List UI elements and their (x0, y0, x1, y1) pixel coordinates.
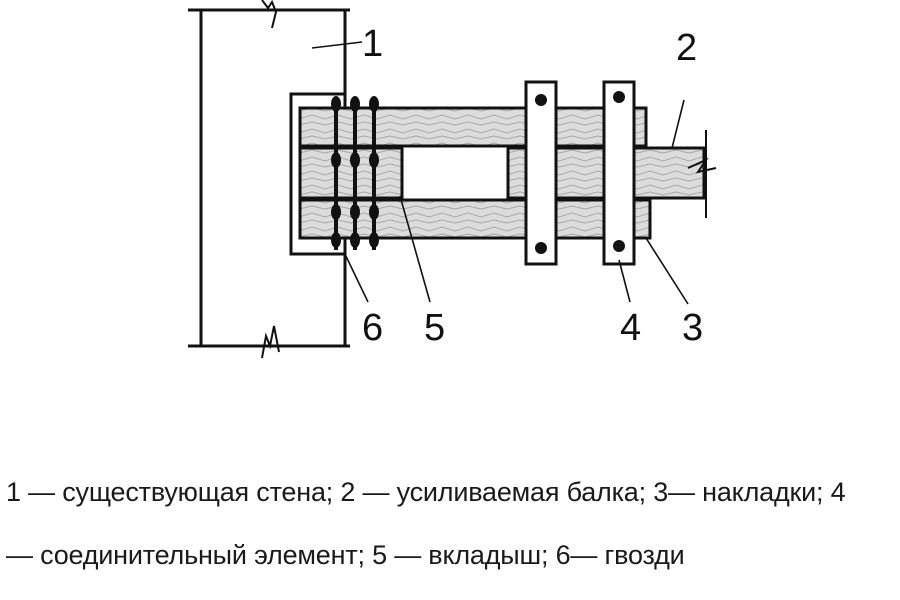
label-connector: 4 (620, 307, 641, 349)
label-nails: 6 (362, 307, 383, 349)
legend-line-1: 1 — существующая стена; 2 — усиливаемая … (6, 477, 846, 507)
label-insert: 5 (424, 307, 445, 349)
bolt-icons (535, 91, 625, 254)
bottom-overlay (298, 198, 652, 240)
leader-lines (311, 41, 689, 305)
label-beam: 2 (676, 27, 697, 69)
support-bracket (289, 92, 345, 256)
connector-elements (524, 80, 636, 266)
legend-line-2: — соединительный элемент; 5 — вкладыш; 6… (6, 540, 685, 570)
label-wall: 1 (362, 23, 383, 65)
nail-heads (331, 96, 379, 248)
nails (334, 98, 376, 250)
label-overlays: 3 (682, 307, 703, 349)
beam-leader-line (671, 99, 685, 149)
top-overlay (298, 106, 648, 148)
